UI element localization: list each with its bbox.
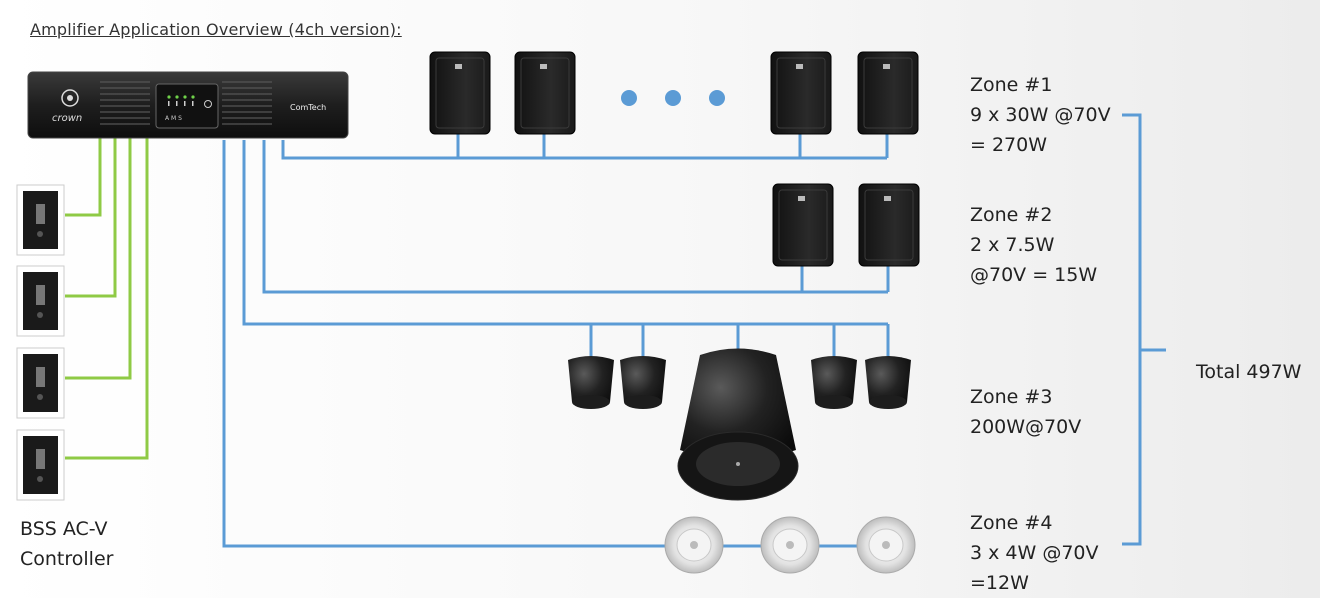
pendant-speaker-icon <box>811 356 857 409</box>
zone1-wire <box>281 140 887 160</box>
box-speaker-icon <box>858 183 920 267</box>
control-wires <box>65 138 149 460</box>
control-wire-2 <box>65 138 117 298</box>
ellipsis-dot-icon <box>665 90 681 106</box>
box-speaker-icon <box>772 183 834 267</box>
total-power-label: Total 497W <box>1196 361 1302 383</box>
box-speaker-icon <box>429 51 491 135</box>
box-speaker-icon <box>770 51 832 135</box>
zone3-speakers <box>568 348 911 501</box>
ceiling-speaker-icon <box>856 516 916 574</box>
control-wire-1 <box>65 138 102 217</box>
box-speaker-icon <box>514 51 576 135</box>
zone4-wire <box>222 140 670 548</box>
zone1-power: = 270W <box>970 134 1048 156</box>
wall-controller-1-icon <box>16 184 65 256</box>
amplifier: crown A M S ComTech <box>27 71 349 139</box>
controllers <box>16 184 65 501</box>
controller-label-line1: BSS AC-V <box>20 518 108 540</box>
ceiling-speaker-icon <box>760 516 820 574</box>
zone3-wire <box>242 140 888 326</box>
ellipsis-dot-icon <box>621 90 637 106</box>
amp-name-tag: ComTech <box>290 103 326 112</box>
ceiling-speaker-icon <box>664 516 724 574</box>
pendant-speaker-icon <box>865 356 911 409</box>
amp-brand-logo: crown <box>52 113 82 124</box>
control-wire-4 <box>65 138 149 460</box>
wall-controller-3-icon <box>16 347 65 419</box>
zone1-title: Zone #1 <box>970 74 1053 96</box>
zone3-spec: 200W@70V <box>970 416 1082 438</box>
zone4-title: Zone #4 <box>970 512 1053 534</box>
zone4-speakers <box>664 516 916 574</box>
ellipsis-dot-icon <box>709 90 725 106</box>
controller-label-line2: Controller <box>20 548 114 570</box>
wall-controller-2-icon <box>16 265 65 337</box>
box-speaker-icon <box>857 51 919 135</box>
control-wire-3 <box>65 138 132 380</box>
wall-controller-4-icon <box>16 429 65 501</box>
pendant-speaker-icon <box>620 356 666 409</box>
zone2-label: Zone #2 2 x 7.5W @70V = 15W <box>970 200 1097 290</box>
diagram-title: Amplifier Application Overview (4ch vers… <box>30 20 402 39</box>
amp-indicators: A M S <box>165 115 182 122</box>
zone2-title: Zone #2 <box>970 204 1053 226</box>
zone1-spec: 9 x 30W @70V <box>970 104 1111 126</box>
power-icon <box>204 100 212 108</box>
zone1-label: Zone #1 9 x 30W @70V = 270W <box>970 70 1111 160</box>
total-bracket <box>1122 113 1142 546</box>
large-pendant-speaker-icon <box>677 348 799 501</box>
zone3-title: Zone #3 <box>970 386 1053 408</box>
zone1-speakers <box>429 51 919 135</box>
zone2-spec: 2 x 7.5W <box>970 234 1055 256</box>
zone3-label: Zone #3 200W@70V <box>970 382 1081 442</box>
controller-label: BSS AC-V Controller <box>20 514 113 574</box>
pendant-speaker-icon <box>568 356 614 409</box>
zone2-power: @70V = 15W <box>970 264 1098 286</box>
zone4-label: Zone #4 3 x 4W @70V =12W <box>970 508 1099 598</box>
zone4-power: =12W <box>970 572 1029 594</box>
crown-logo-icon <box>61 89 79 107</box>
speaker-wires <box>222 113 1166 548</box>
zone2-wire <box>262 140 888 294</box>
zone2-speakers <box>772 183 920 267</box>
zone4-spec: 3 x 4W @70V <box>970 542 1099 564</box>
